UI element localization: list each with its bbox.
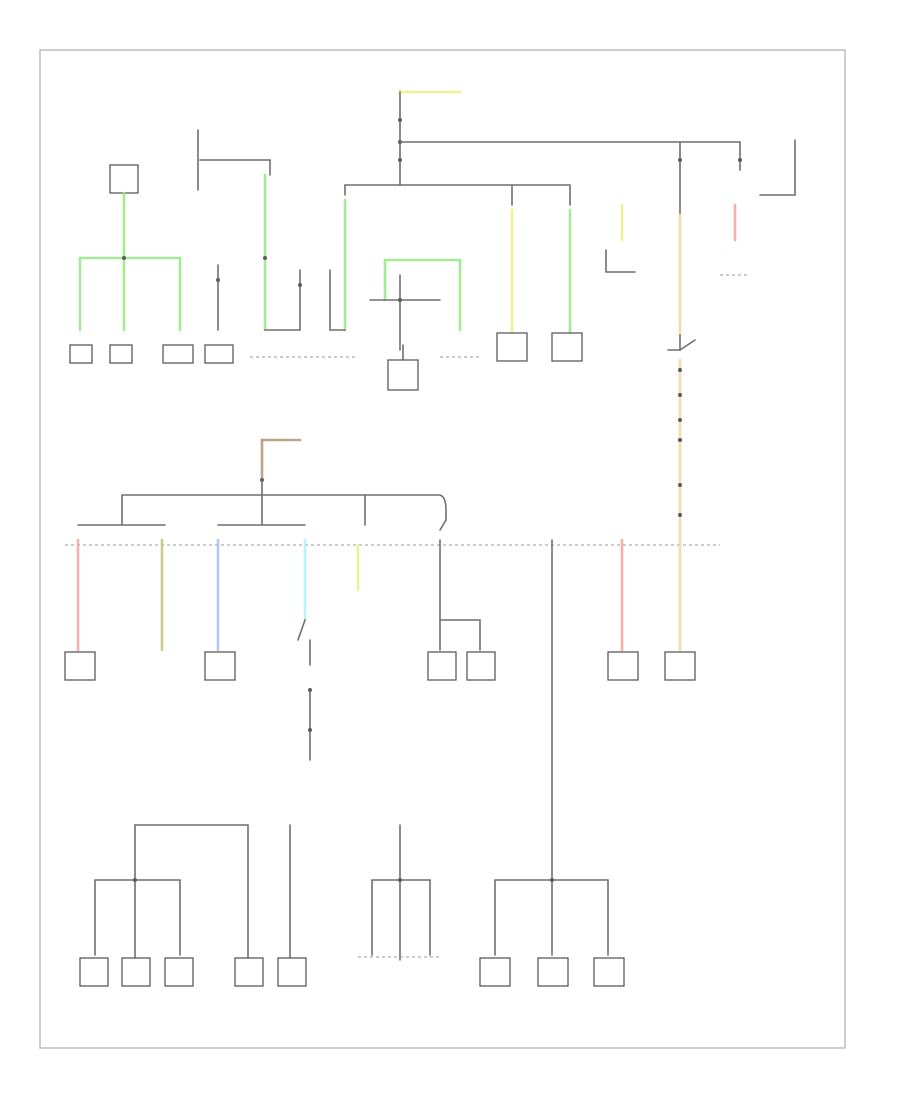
diagram-frame bbox=[39, 49, 846, 1049]
component-box-salmon bbox=[607, 651, 639, 681]
middle-power-distribution bbox=[64, 438, 720, 881]
component-box-blue bbox=[204, 651, 236, 681]
component-box-yellow bbox=[496, 332, 528, 362]
right-vertical-chain bbox=[667, 334, 696, 542]
main-feed-wire bbox=[398, 88, 462, 94]
component-box-peach bbox=[664, 651, 696, 681]
relay-box-center bbox=[387, 359, 419, 391]
relay-box-top-left bbox=[109, 164, 139, 194]
middle-distribution-bus bbox=[121, 494, 447, 521]
component-box-red bbox=[64, 651, 96, 681]
upper-power-distribution bbox=[69, 88, 796, 391]
component-box-green bbox=[551, 332, 583, 362]
lower-ground-distribution bbox=[79, 824, 625, 987]
